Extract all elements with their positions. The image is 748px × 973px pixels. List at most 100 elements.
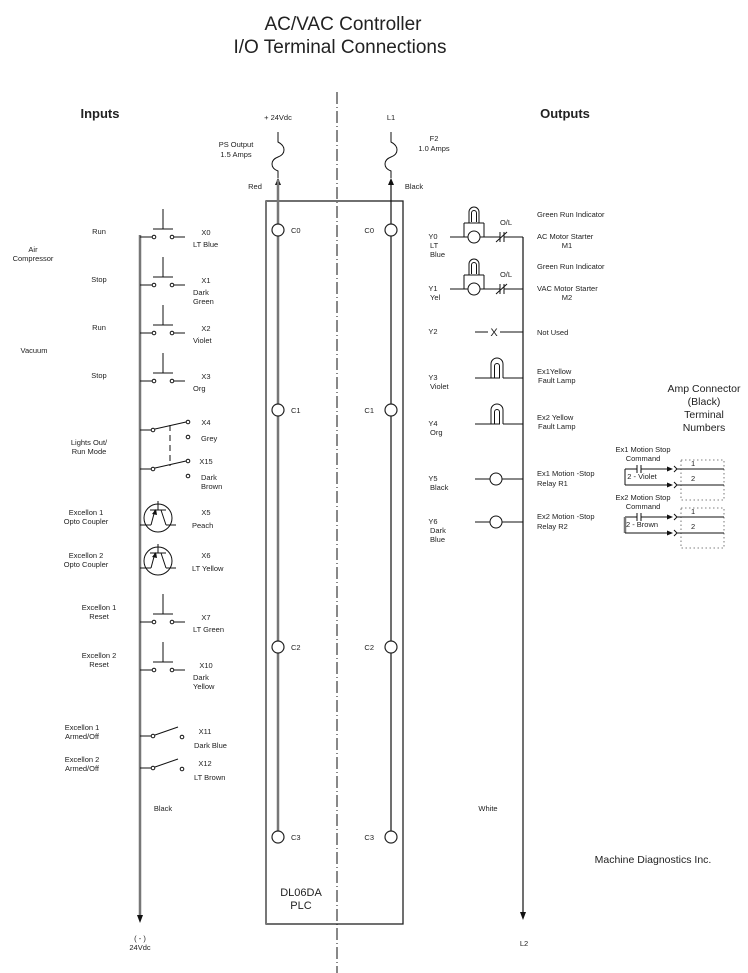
contact-point — [169, 619, 175, 625]
input-wire-color: LT Brown — [194, 773, 225, 782]
input-device-label: Reset — [89, 660, 110, 669]
pin-socket-icon — [673, 481, 678, 489]
output-wire-color: Org — [430, 428, 443, 437]
output-wire-color: Violet — [430, 382, 450, 391]
indicator-label: Green Run Indicator — [537, 262, 605, 271]
input-terminal-label: X12 — [198, 759, 211, 768]
input-device-label: Excellon 1 — [65, 723, 100, 732]
dc-fuse-icon — [271, 132, 285, 178]
input-device-label: Opto Coupler — [64, 560, 109, 569]
relay-coil-icon — [489, 472, 503, 486]
pin-arrow-icon — [667, 530, 673, 536]
overload-label: O/L — [500, 218, 512, 227]
input-wire-color: Grey — [201, 434, 218, 443]
input-device-label: Run — [92, 227, 106, 236]
ac-fuse-label-1: F2 — [430, 134, 439, 143]
output-device-label: Relay R1 — [537, 479, 568, 488]
common-terminal-left-c0 — [271, 223, 285, 237]
collector-leg — [160, 509, 167, 526]
dc-return-arrow-icon — [137, 915, 143, 923]
group-label-vacuum: Vacuum — [21, 346, 48, 355]
emitter-arrow-icon — [152, 509, 157, 515]
common-label-left-c2: C2 — [291, 643, 301, 652]
amp-connector-title-1: Amp Connector — [668, 383, 741, 395]
input-terminal-label: X4 — [201, 418, 210, 427]
contact-point — [151, 667, 157, 673]
output-device-label: VAC Motor Starter — [537, 284, 598, 293]
input-terminal-label: X0 — [201, 228, 210, 237]
amp-pin-number: 1 — [691, 507, 695, 516]
output-terminal-label: Y4 — [428, 419, 437, 428]
input-wire-color: Violet — [193, 336, 213, 345]
output-terminal-label: Y6 — [428, 517, 437, 526]
contact-point — [169, 378, 175, 384]
lamp-filament — [471, 262, 477, 274]
amp-pin-number: 2 — [691, 474, 695, 483]
motion-stop-command-label: Ex2 Motion Stop — [615, 493, 670, 502]
motor-starter-coil-icon — [467, 282, 481, 296]
output-device-label: Ex2 Yellow — [537, 413, 574, 422]
output-device-label: Ex1Yellow — [537, 367, 572, 376]
common-label-left-c0: C0 — [291, 226, 301, 235]
ac-fuse-label-2: 1.0 Amps — [418, 144, 450, 153]
overload-contact-slash — [495, 231, 508, 243]
contact-point — [151, 234, 157, 240]
contact-point — [169, 234, 175, 240]
dc-return-label-2: 24Vdc — [129, 943, 151, 952]
lamp-filament — [494, 363, 500, 378]
output-device-label: Ex1 Motion -Stop — [537, 469, 595, 478]
dc-source-label: + 24Vdc — [264, 113, 292, 122]
pin-socket-icon — [673, 465, 678, 473]
input-device-label: Armed/Off — [65, 764, 100, 773]
input-device-label: Excellon 2 — [69, 551, 104, 560]
output-terminal-label: Y3 — [428, 373, 437, 382]
fault-lamp-icon — [490, 357, 504, 378]
run-indicator-lamp-icon — [468, 258, 480, 275]
amp-connector-housing — [680, 507, 725, 549]
input-terminal-label: X5 — [201, 508, 210, 517]
run-indicator-lamp-icon — [468, 206, 480, 223]
output-device-label: Not Used — [537, 328, 568, 337]
contact-point — [185, 458, 191, 464]
input-device-label: Reset — [89, 612, 110, 621]
selector-blade-icon — [154, 460, 187, 469]
plc-body — [265, 200, 404, 925]
contact-point — [151, 378, 157, 384]
amp-connector-housing — [680, 459, 725, 501]
emitter-arrow-icon — [152, 552, 157, 558]
contact-point — [150, 733, 156, 739]
input-terminal-label: X15 — [199, 457, 212, 466]
plc-type: PLC — [290, 900, 311, 912]
ac-return-label: L2 — [520, 939, 528, 948]
contact-point — [151, 619, 157, 625]
dc-wire-color: Red — [248, 182, 262, 191]
ac-source-label: L1 — [387, 113, 395, 122]
input-terminal-label: X3 — [201, 372, 210, 381]
contact-point — [169, 667, 175, 673]
pin-socket-icon — [673, 529, 678, 537]
output-wire-color: Yel — [430, 293, 440, 302]
dc-fuse-label-2: 1.5 Amps — [220, 150, 252, 159]
title-line-2: I/O Terminal Connections — [234, 37, 447, 58]
input-device-label: Excellon 1 — [82, 603, 117, 612]
relay-coil-icon — [489, 515, 503, 529]
ac-return-arrow-icon — [520, 912, 526, 920]
contact-point — [169, 330, 175, 336]
indicator-label: Green Run Indicator — [537, 210, 605, 219]
input-device-label: Excellon 1 — [69, 508, 104, 517]
output-device-label: M2 — [562, 293, 572, 302]
overload-contact-slash — [495, 283, 508, 295]
contact-point — [150, 765, 156, 771]
